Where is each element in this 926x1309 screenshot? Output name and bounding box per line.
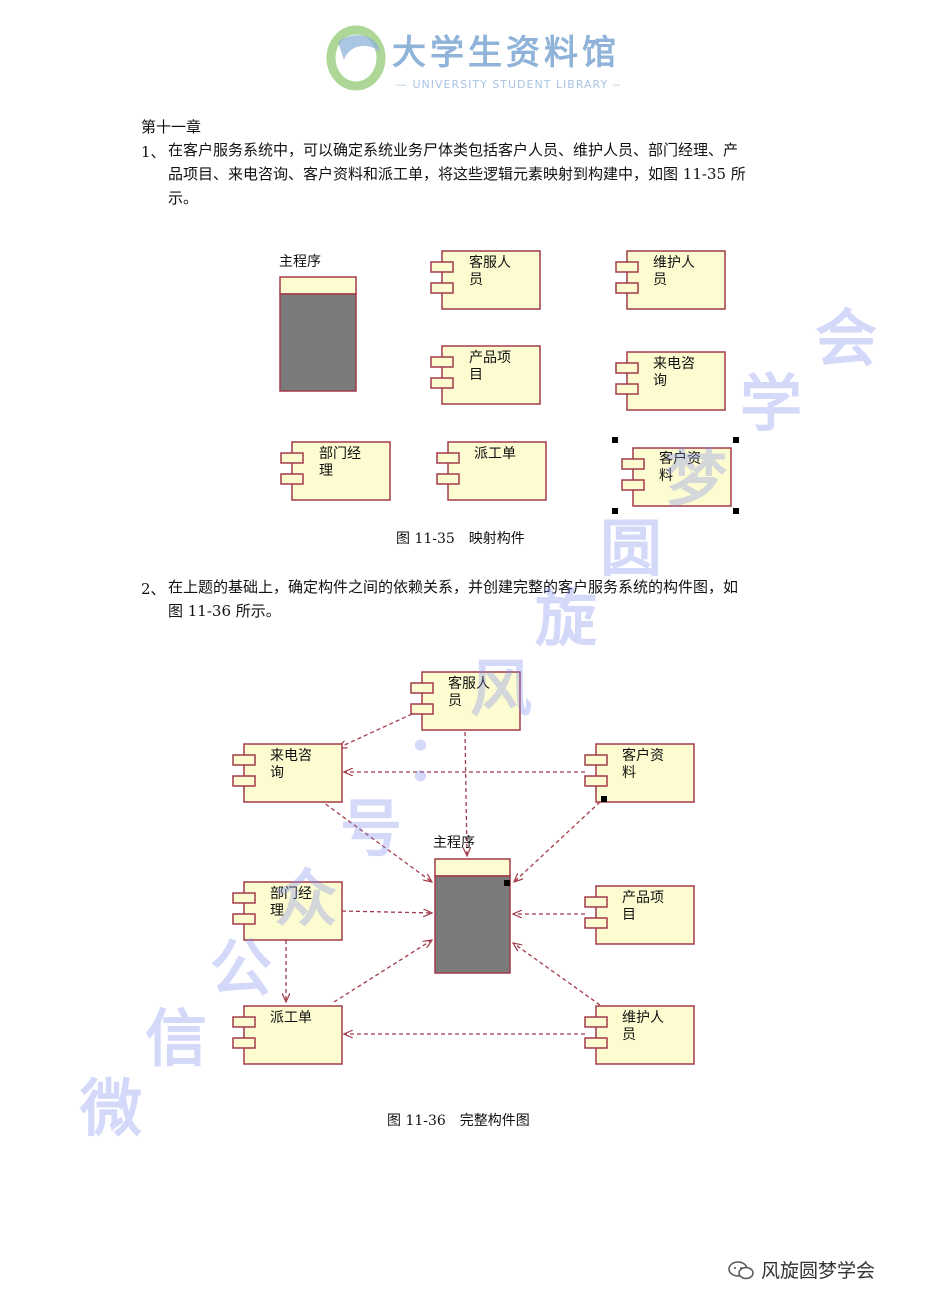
fig1-component-chanpin: 产品项 目 xyxy=(430,345,541,405)
component-label: 客服人 xyxy=(469,254,511,271)
dependency-arrows xyxy=(286,713,601,1034)
fig2-component-kehu: 客户资 料 xyxy=(584,743,695,803)
component-label: 料 xyxy=(622,765,636,781)
fig1-component-kehu-selected: 客户资 料 xyxy=(612,437,739,514)
component-label: 产品项 xyxy=(622,890,664,906)
arrow-paigong-to-main xyxy=(333,940,432,1003)
site-logo: 大学生资料馆 — UNIVERSITY STUDENT LIBRARY — xyxy=(326,25,620,91)
question-2-line: 在上题的基础上，确定构件之间的依赖关系，并创建完整的客户服务系统的构件图，如 xyxy=(168,578,739,596)
component-label: 维护人 xyxy=(653,255,695,271)
fig1-component-bumen: 部门经 理 xyxy=(280,441,391,501)
arrow-kefu-to-laidian xyxy=(338,713,413,748)
component-label: 员 xyxy=(469,272,483,288)
question-2-number: 2、 xyxy=(141,580,166,598)
arrow-kehu-to-main xyxy=(514,801,601,882)
selection-handle xyxy=(612,508,618,514)
arrow-weihu-to-main xyxy=(513,943,601,1006)
fig2-component-bumen: 部门经 理 xyxy=(232,881,343,941)
fig1-main-header xyxy=(279,276,357,295)
fig2-component-laidian: 来电咨 询 xyxy=(232,743,343,803)
component-label: 客户资 xyxy=(622,747,664,764)
chapter-title: 第十一章 xyxy=(141,118,202,136)
component-label: 派工单 xyxy=(474,446,516,462)
component-label: 目 xyxy=(469,367,483,383)
component-label: 理 xyxy=(270,903,284,919)
fig2-main-label: 主程序 xyxy=(433,835,475,851)
component-label: 目 xyxy=(622,907,636,923)
arrow-bumen-to-main xyxy=(341,911,432,913)
figure-11-36-caption: 图 11-36 完整构件图 xyxy=(387,1113,530,1129)
component-label: 维护人 xyxy=(622,1010,664,1026)
component-label: 部门经 xyxy=(270,886,312,902)
logo-text: 大学生资料馆 xyxy=(392,33,620,73)
component-label: 客户资 xyxy=(659,450,701,467)
question-1-line: 品项目、来电咨询、客户资料和派工单，将这些逻辑元素映射到构建中，如图 11-35… xyxy=(168,165,746,183)
footer-brand: 风旋圆梦学会 xyxy=(727,1256,875,1283)
arrow-laidian-to-main xyxy=(319,799,432,882)
fig1-component-laidian: 来电咨 询 xyxy=(615,351,726,411)
selection-handle xyxy=(601,796,607,802)
selection-handle xyxy=(733,437,739,443)
component-label: 员 xyxy=(622,1027,636,1043)
selection-handle xyxy=(504,880,510,886)
fig2-main-body xyxy=(434,875,511,974)
fig2-component-weihu: 维护人 员 xyxy=(584,1005,695,1065)
fig1-component-kefu: 客服人 员 xyxy=(430,250,541,310)
selection-handle xyxy=(612,437,618,443)
logo-emblem-icon xyxy=(326,25,386,91)
fig2-component-kefu: 客服人 员 xyxy=(410,671,521,731)
component-label: 来电咨 xyxy=(653,356,695,372)
figure-11-35-caption: 图 11-35 映射构件 xyxy=(396,531,525,547)
question-1-line: 示。 xyxy=(168,189,199,207)
fig1-main-body xyxy=(279,293,357,392)
question-2-line: 图 11-36 所示。 xyxy=(168,602,281,620)
component-label: 料 xyxy=(659,468,673,484)
component-label: 员 xyxy=(653,272,667,288)
component-label: 客服人 xyxy=(448,675,490,692)
component-label: 询 xyxy=(653,373,667,389)
figure-11-35: 主程序 客服人 员 维护人 员 产品项 目 来电咨 询 部门经 理 xyxy=(279,250,739,514)
component-label: 部门经 xyxy=(319,446,361,462)
component-label: 来电咨 xyxy=(270,748,312,764)
footer-text: 风旋圆梦学会 xyxy=(761,1260,876,1282)
question-1-number: 1、 xyxy=(141,143,166,161)
component-label: 员 xyxy=(448,693,462,709)
fig2-component-chanpin: 产品项 目 xyxy=(584,885,695,945)
selection-handle xyxy=(733,508,739,514)
component-label: 询 xyxy=(270,765,284,781)
wechat-icon xyxy=(728,1260,754,1279)
figure-11-36: 主程序 客服人 员 来电咨 询 客户资 料 部门经 理 产品项 目 xyxy=(232,671,695,1065)
fig1-main-label: 主程序 xyxy=(279,254,321,270)
logo-subtitle: — UNIVERSITY STUDENT LIBRARY — xyxy=(396,78,620,91)
question-1-line: 在客户服务系统中，可以确定系统业务尸体类包括客户人员、维护人员、部门经理、产 xyxy=(168,141,739,159)
fig1-component-paigong: 派工单 xyxy=(436,441,547,501)
fig1-component-weihu: 维护人 员 xyxy=(615,250,726,310)
question-1-text: 在客户服务系统中，可以确定系统业务尸体类包括客户人员、维护人员、部门经理、产 品… xyxy=(168,138,798,210)
component-label: 产品项 xyxy=(469,350,511,366)
component-label: 理 xyxy=(319,463,333,479)
component-label: 派工单 xyxy=(270,1010,312,1026)
fig2-component-paigong: 派工单 xyxy=(232,1005,343,1065)
fig2-main-header xyxy=(434,858,511,877)
question-2-text: 在上题的基础上，确定构件之间的依赖关系，并创建完整的客户服务系统的构件图，如 图… xyxy=(168,575,798,623)
